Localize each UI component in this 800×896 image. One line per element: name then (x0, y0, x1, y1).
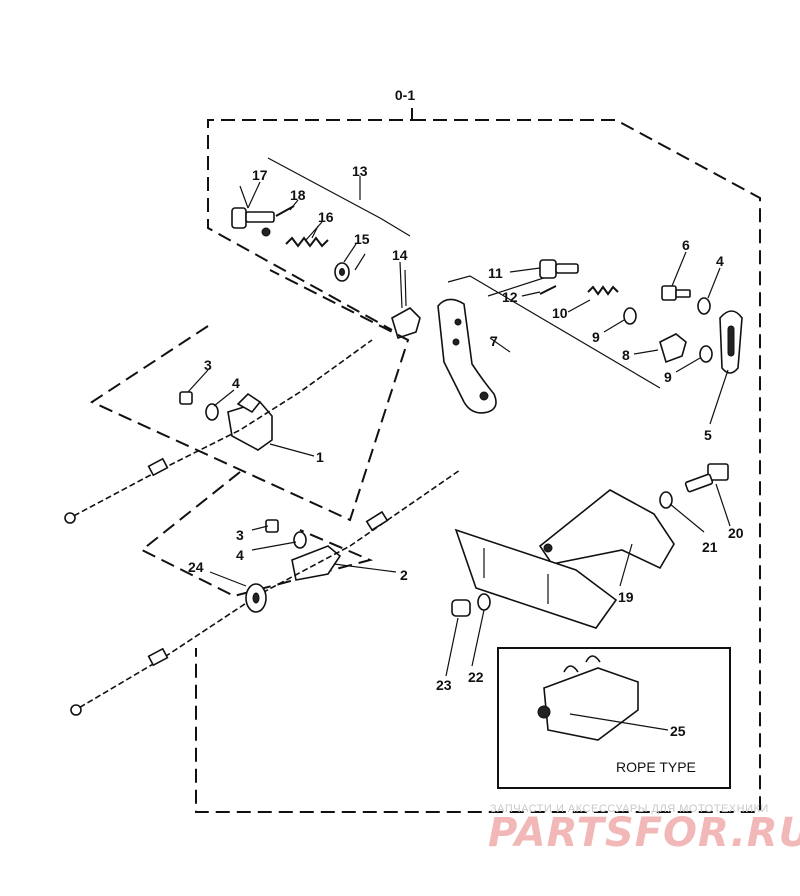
callout-7: 7 (490, 333, 498, 349)
cable-end-14 (391, 269, 421, 340)
callout-17: 17 (252, 167, 268, 183)
bracket-1-group (89, 269, 410, 522)
assembly-outline: 0-1 (195, 87, 761, 813)
callout-4-lower: 4 (236, 547, 244, 563)
callout-4-right: 4 (716, 253, 724, 269)
fasteners-20-23 (451, 463, 729, 617)
callout-19: 19 (618, 589, 634, 605)
callout-22: 22 (468, 669, 484, 685)
inset-caption: ROPE TYPE (616, 759, 696, 775)
callout-12: 12 (502, 289, 518, 305)
callout-6: 6 (682, 237, 690, 253)
assembly-label: 0-1 (395, 87, 415, 103)
bracket-2-group (140, 471, 374, 598)
control-cables (64, 339, 461, 716)
callout-labels: 1 2 3 3 4 4 4 5 6 7 8 9 9 10 11 12 13 14… (188, 163, 744, 739)
callout-20: 20 (728, 525, 744, 541)
callout-23: 23 (436, 677, 452, 693)
callout-25: 25 (670, 723, 686, 739)
throttle-lever (437, 298, 497, 414)
callout-2: 2 (400, 567, 408, 583)
callout-10: 10 (552, 305, 568, 321)
upper-linkage-group (231, 157, 411, 282)
callout-1: 1 (316, 449, 324, 465)
rope-type-inset: ROPE TYPE (497, 647, 731, 789)
callout-8: 8 (622, 347, 630, 363)
watermark: ЗАПЧАСТИ И АКСЕССУАРЫ ДЛЯ МОТОТЕХНИКИ PA… (488, 803, 800, 856)
callout-3-upper: 3 (204, 357, 212, 373)
callout-5: 5 (704, 427, 712, 443)
watermark-brand: PARTSFOR.RU (488, 810, 800, 856)
callout-24: 24 (188, 559, 204, 575)
callout-14: 14 (392, 247, 408, 263)
callout-3-lower: 3 (236, 527, 244, 543)
callout-11: 11 (488, 265, 503, 281)
tiller-bracket-19 (454, 489, 675, 629)
leader-lines (187, 176, 731, 731)
callout-13: 13 (352, 163, 368, 179)
callout-18: 18 (290, 187, 306, 203)
watermark-tagline: ЗАПЧАСТИ И АКСЕССУАРЫ ДЛЯ МОТОТЕХНИКИ (490, 803, 769, 815)
callout-9-lower: 9 (664, 369, 672, 385)
callout-15: 15 (354, 231, 370, 247)
right-linkage-group (447, 259, 743, 389)
bolt-17 (231, 207, 275, 237)
callout-4-upper: 4 (232, 375, 240, 391)
callout-16: 16 (318, 209, 334, 225)
callout-21: 21 (702, 539, 718, 555)
callout-9-upper: 9 (592, 329, 600, 345)
